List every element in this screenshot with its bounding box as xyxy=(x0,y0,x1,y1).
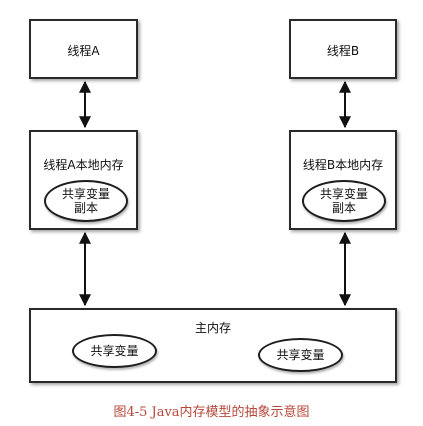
figure-caption: 图4-5 Java内存模型的抽象示意图 xyxy=(113,405,310,420)
shared-variable-copy-a-line1: 共享变量 xyxy=(61,187,110,201)
local-memory-b-label: 线程B本地内存 xyxy=(302,158,384,172)
thread-a-box: 线程A xyxy=(29,19,138,79)
shared-variable-2-label: 共享变量 xyxy=(276,348,325,362)
shared-variable-copy-b: 共享变量 副本 xyxy=(302,180,386,222)
local-memory-a-box: 线程A本地内存 共享变量 副本 xyxy=(29,130,138,230)
shared-variable-copy-b-line2: 副本 xyxy=(331,201,356,215)
main-memory-box: 主内存 共享变量 共享变量 xyxy=(29,308,397,383)
shared-variable-2: 共享变量 xyxy=(258,338,343,372)
thread-b-label: 线程B xyxy=(326,44,360,58)
thread-b-box: 线程B xyxy=(289,19,397,79)
shared-variable-copy-b-line1: 共享变量 xyxy=(319,187,368,201)
shared-variable-1-label: 共享变量 xyxy=(90,344,139,358)
local-memory-b-box: 线程B本地内存 共享变量 副本 xyxy=(289,130,397,230)
main-memory-label: 主内存 xyxy=(194,321,231,335)
shared-variable-copy-a-line2: 副本 xyxy=(73,201,98,215)
thread-a-label: 线程A xyxy=(67,44,100,58)
shared-variable-copy-a: 共享变量 副本 xyxy=(44,180,128,222)
shared-variable-1: 共享变量 xyxy=(72,334,157,368)
local-memory-a-label: 线程A本地内存 xyxy=(43,158,124,172)
